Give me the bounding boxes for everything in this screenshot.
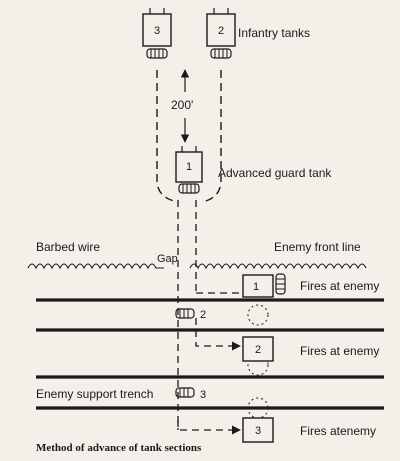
figure-caption: Method of advance of tank sections	[36, 442, 202, 454]
infantry-tank-2: 2	[206, 8, 236, 59]
barbed-wire-label: Barbed wire	[36, 240, 100, 254]
distance-label: 200'	[171, 98, 193, 112]
firing-tank-3: 3	[242, 417, 274, 443]
infantry-tank-3: 3	[142, 8, 172, 59]
fires-at-enemy-label-2: Fires at enemy	[300, 344, 379, 358]
distance-arrow: 200'	[171, 69, 193, 143]
enemy-front-line-label: Enemy front line	[274, 240, 361, 254]
firing-tank-2-number: 2	[255, 344, 261, 356]
approach-path-inner	[177, 200, 240, 430]
infantry-tank-3-number: 3	[154, 25, 160, 37]
firing-tank-2: 2	[242, 336, 274, 362]
approach-path-outer	[156, 70, 222, 203]
barbed-wire	[27, 263, 367, 270]
fire-circle-1	[247, 304, 269, 326]
enemy-support-trench-label: Enemy support trench	[36, 387, 153, 401]
infantry-tanks-label: Infantry tanks	[238, 26, 310, 40]
fires-at-enemy-label-1: Fires at enemy	[300, 279, 379, 293]
advanced-guard-tank-label: Advanced guard tank	[218, 166, 332, 180]
advanced-guard-tank: 1	[175, 146, 203, 194]
infantry-tank-2-number: 2	[218, 25, 224, 37]
moving-tank-3-number: 3	[200, 389, 206, 401]
moving-tank-3: 3	[175, 387, 206, 401]
moving-tank-2-number: 2	[200, 309, 206, 321]
gap-label: Gap	[157, 253, 178, 265]
guard-tank-number: 1	[186, 161, 192, 173]
firing-tank-1: 1	[242, 273, 286, 298]
path-to-tank-3	[177, 420, 241, 435]
firing-tank-1-number: 1	[253, 281, 259, 293]
moving-tank-2: 2	[175, 308, 206, 321]
path-to-tank-2	[195, 318, 241, 351]
firing-tank-3-number: 3	[255, 425, 261, 437]
fires-at-enemy-label-3: Fires atenemy	[300, 424, 376, 438]
